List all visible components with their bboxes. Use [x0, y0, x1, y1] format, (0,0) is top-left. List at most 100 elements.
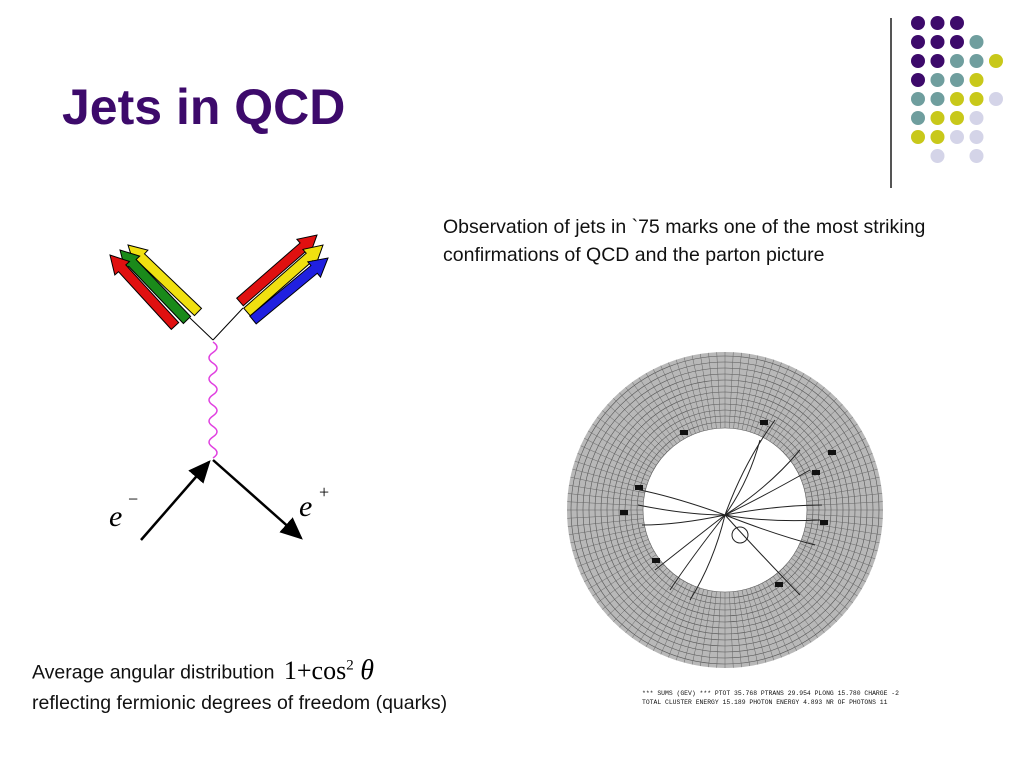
detector-segment: [574, 535, 648, 560]
quark-line-left: [189, 317, 214, 341]
caption-line-1: Average angular distribution 1+cos2 θ: [32, 650, 447, 688]
detector-segment: [805, 522, 882, 535]
detector-segment: [574, 460, 648, 485]
energy-deposit: [680, 430, 688, 435]
detector-segment: [567, 518, 644, 527]
detector-segment: [776, 387, 825, 447]
detector-segment: [602, 561, 662, 610]
decor-dot: [911, 54, 925, 68]
detector-segment: [619, 392, 671, 450]
energy-deposit: [820, 520, 828, 525]
detector-segment: [788, 410, 848, 459]
detector-segment: [806, 493, 883, 502]
detector-segment: [625, 387, 674, 447]
decor-dot: [969, 54, 984, 68]
detector-segment: [577, 453, 649, 481]
detector-segment: [804, 468, 878, 490]
detector-segment: [580, 445, 651, 477]
detector-segment: [580, 543, 651, 575]
detector-segment: [788, 561, 848, 610]
intro-text: Observation of jets in `75 marks one of …: [443, 216, 926, 266]
detector-segment: [568, 522, 645, 535]
detector-segment: [584, 547, 653, 582]
decor-dot: [911, 16, 925, 30]
energy-deposit: [652, 558, 660, 563]
detector-segment: [791, 557, 853, 604]
detector-segment: [765, 373, 805, 440]
energy-deposit: [620, 510, 628, 515]
detector-segment: [588, 430, 655, 470]
detector-segment: [729, 352, 734, 429]
jet-arrow-yellow: [242, 244, 324, 317]
positron-sign: +: [319, 482, 329, 502]
detector-segment: [613, 398, 668, 453]
decor-dot: [989, 54, 1003, 68]
detector-segment: [631, 382, 678, 444]
detector-ring: [567, 352, 883, 668]
detector-segment: [745, 589, 767, 663]
decor-dot: [911, 73, 925, 87]
detector-segment: [572, 468, 646, 490]
detector-segment: [793, 423, 858, 466]
detector-segment: [716, 352, 721, 429]
energy-deposit: [828, 450, 836, 455]
detector-segment: [607, 404, 665, 456]
detector-segment: [638, 578, 681, 643]
detector-segment: [769, 377, 812, 442]
detector-segment: [675, 587, 700, 661]
detector-segment: [660, 365, 692, 436]
detector-segment: [588, 550, 655, 590]
decor-dot: [950, 111, 964, 125]
detector-segment: [567, 501, 644, 506]
detector-segment: [708, 591, 717, 668]
track: [669, 514, 726, 591]
decor-dot: [930, 35, 945, 49]
decor-dot: [911, 92, 925, 106]
energy-deposit: [812, 470, 820, 475]
track: [724, 469, 811, 516]
decor-dot: [911, 35, 925, 49]
decor-dot: [969, 35, 984, 49]
decor-dot: [969, 73, 984, 87]
decorative-dot-grid: [911, 16, 1003, 163]
detector-segment: [804, 530, 878, 552]
detector-segment: [592, 554, 657, 597]
detector-segment: [737, 353, 750, 430]
detector-segment: [683, 357, 705, 431]
electron-sign: −: [128, 489, 138, 509]
detector-segment: [801, 539, 873, 567]
detector-segment: [638, 377, 681, 442]
electron-line: [140, 460, 211, 541]
photon-propagator: [208, 341, 218, 459]
detector-segment: [625, 573, 674, 633]
detector-segment: [716, 591, 721, 668]
detector-segment: [691, 590, 709, 665]
detector-segment: [700, 590, 713, 667]
energy-deposit: [635, 485, 643, 490]
particle-tracks: [637, 419, 823, 601]
detector-segment: [572, 530, 646, 552]
caption-text-1: Average angular distribution: [32, 661, 275, 684]
detector-segment: [799, 543, 870, 575]
detector-segment: [741, 355, 759, 430]
caption: Average angular distribution 1+cos2 θ re…: [32, 650, 447, 718]
detector-segment: [793, 554, 858, 597]
detector-segment: [653, 369, 688, 438]
decor-dot: [950, 73, 964, 87]
decor-dot: [930, 149, 945, 163]
detector-segment: [584, 438, 653, 473]
detector-segment: [741, 590, 759, 665]
detector-segment: [567, 514, 644, 519]
detector-segment: [733, 591, 742, 668]
decor-dot: [969, 149, 984, 163]
detector-segment: [592, 423, 657, 466]
detector-segment: [750, 359, 775, 433]
event-readout-line1: *** SUMS (GEV) *** PTOT 35.768 PTRANS 29…: [642, 690, 899, 697]
jet-arrow-blue: [249, 257, 329, 325]
detector-segment: [750, 587, 775, 661]
track: [724, 514, 821, 522]
detector-segment: [785, 404, 843, 456]
detector-segment: [675, 359, 700, 433]
decor-dot: [911, 130, 925, 144]
detector-segment: [782, 398, 837, 453]
